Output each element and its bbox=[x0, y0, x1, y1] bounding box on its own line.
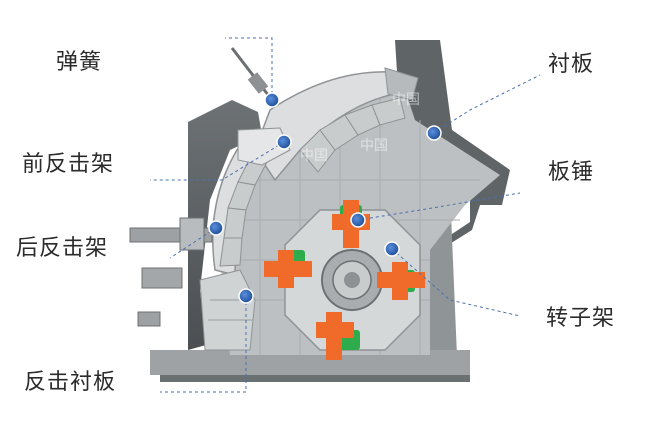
marker-spring bbox=[264, 92, 280, 108]
marker-blow-bar bbox=[350, 212, 366, 228]
svg-text:中国: 中国 bbox=[300, 148, 328, 164]
svg-text:中国: 中国 bbox=[392, 92, 420, 108]
label-rotor-frame: 转子架 bbox=[546, 306, 616, 331]
marker-dots bbox=[208, 92, 442, 304]
marker-rear-impact-frame bbox=[208, 220, 224, 236]
marker-liner bbox=[426, 125, 442, 141]
label-blow-bar: 板锤 bbox=[548, 160, 595, 185]
label-impact-liner: 反击衬板 bbox=[24, 370, 117, 395]
svg-text:中国: 中国 bbox=[360, 138, 388, 154]
marker-impact-liner bbox=[238, 288, 254, 304]
marker-front-impact-frame bbox=[276, 134, 292, 150]
label-front-impact-frame: 前反击架 bbox=[22, 152, 115, 177]
spring-rod bbox=[230, 47, 274, 101]
watermark: 中国 中国 中国 bbox=[300, 92, 420, 164]
leader-lines bbox=[150, 37, 541, 393]
label-liner: 衬板 bbox=[548, 52, 595, 77]
front-impact-frame-shape bbox=[254, 67, 419, 182]
marker-rotor-frame bbox=[384, 241, 400, 257]
label-spring: 弹簧 bbox=[56, 50, 103, 75]
label-rear-impact-frame: 后反击架 bbox=[16, 236, 109, 261]
adjusting-rods bbox=[129, 217, 213, 327]
